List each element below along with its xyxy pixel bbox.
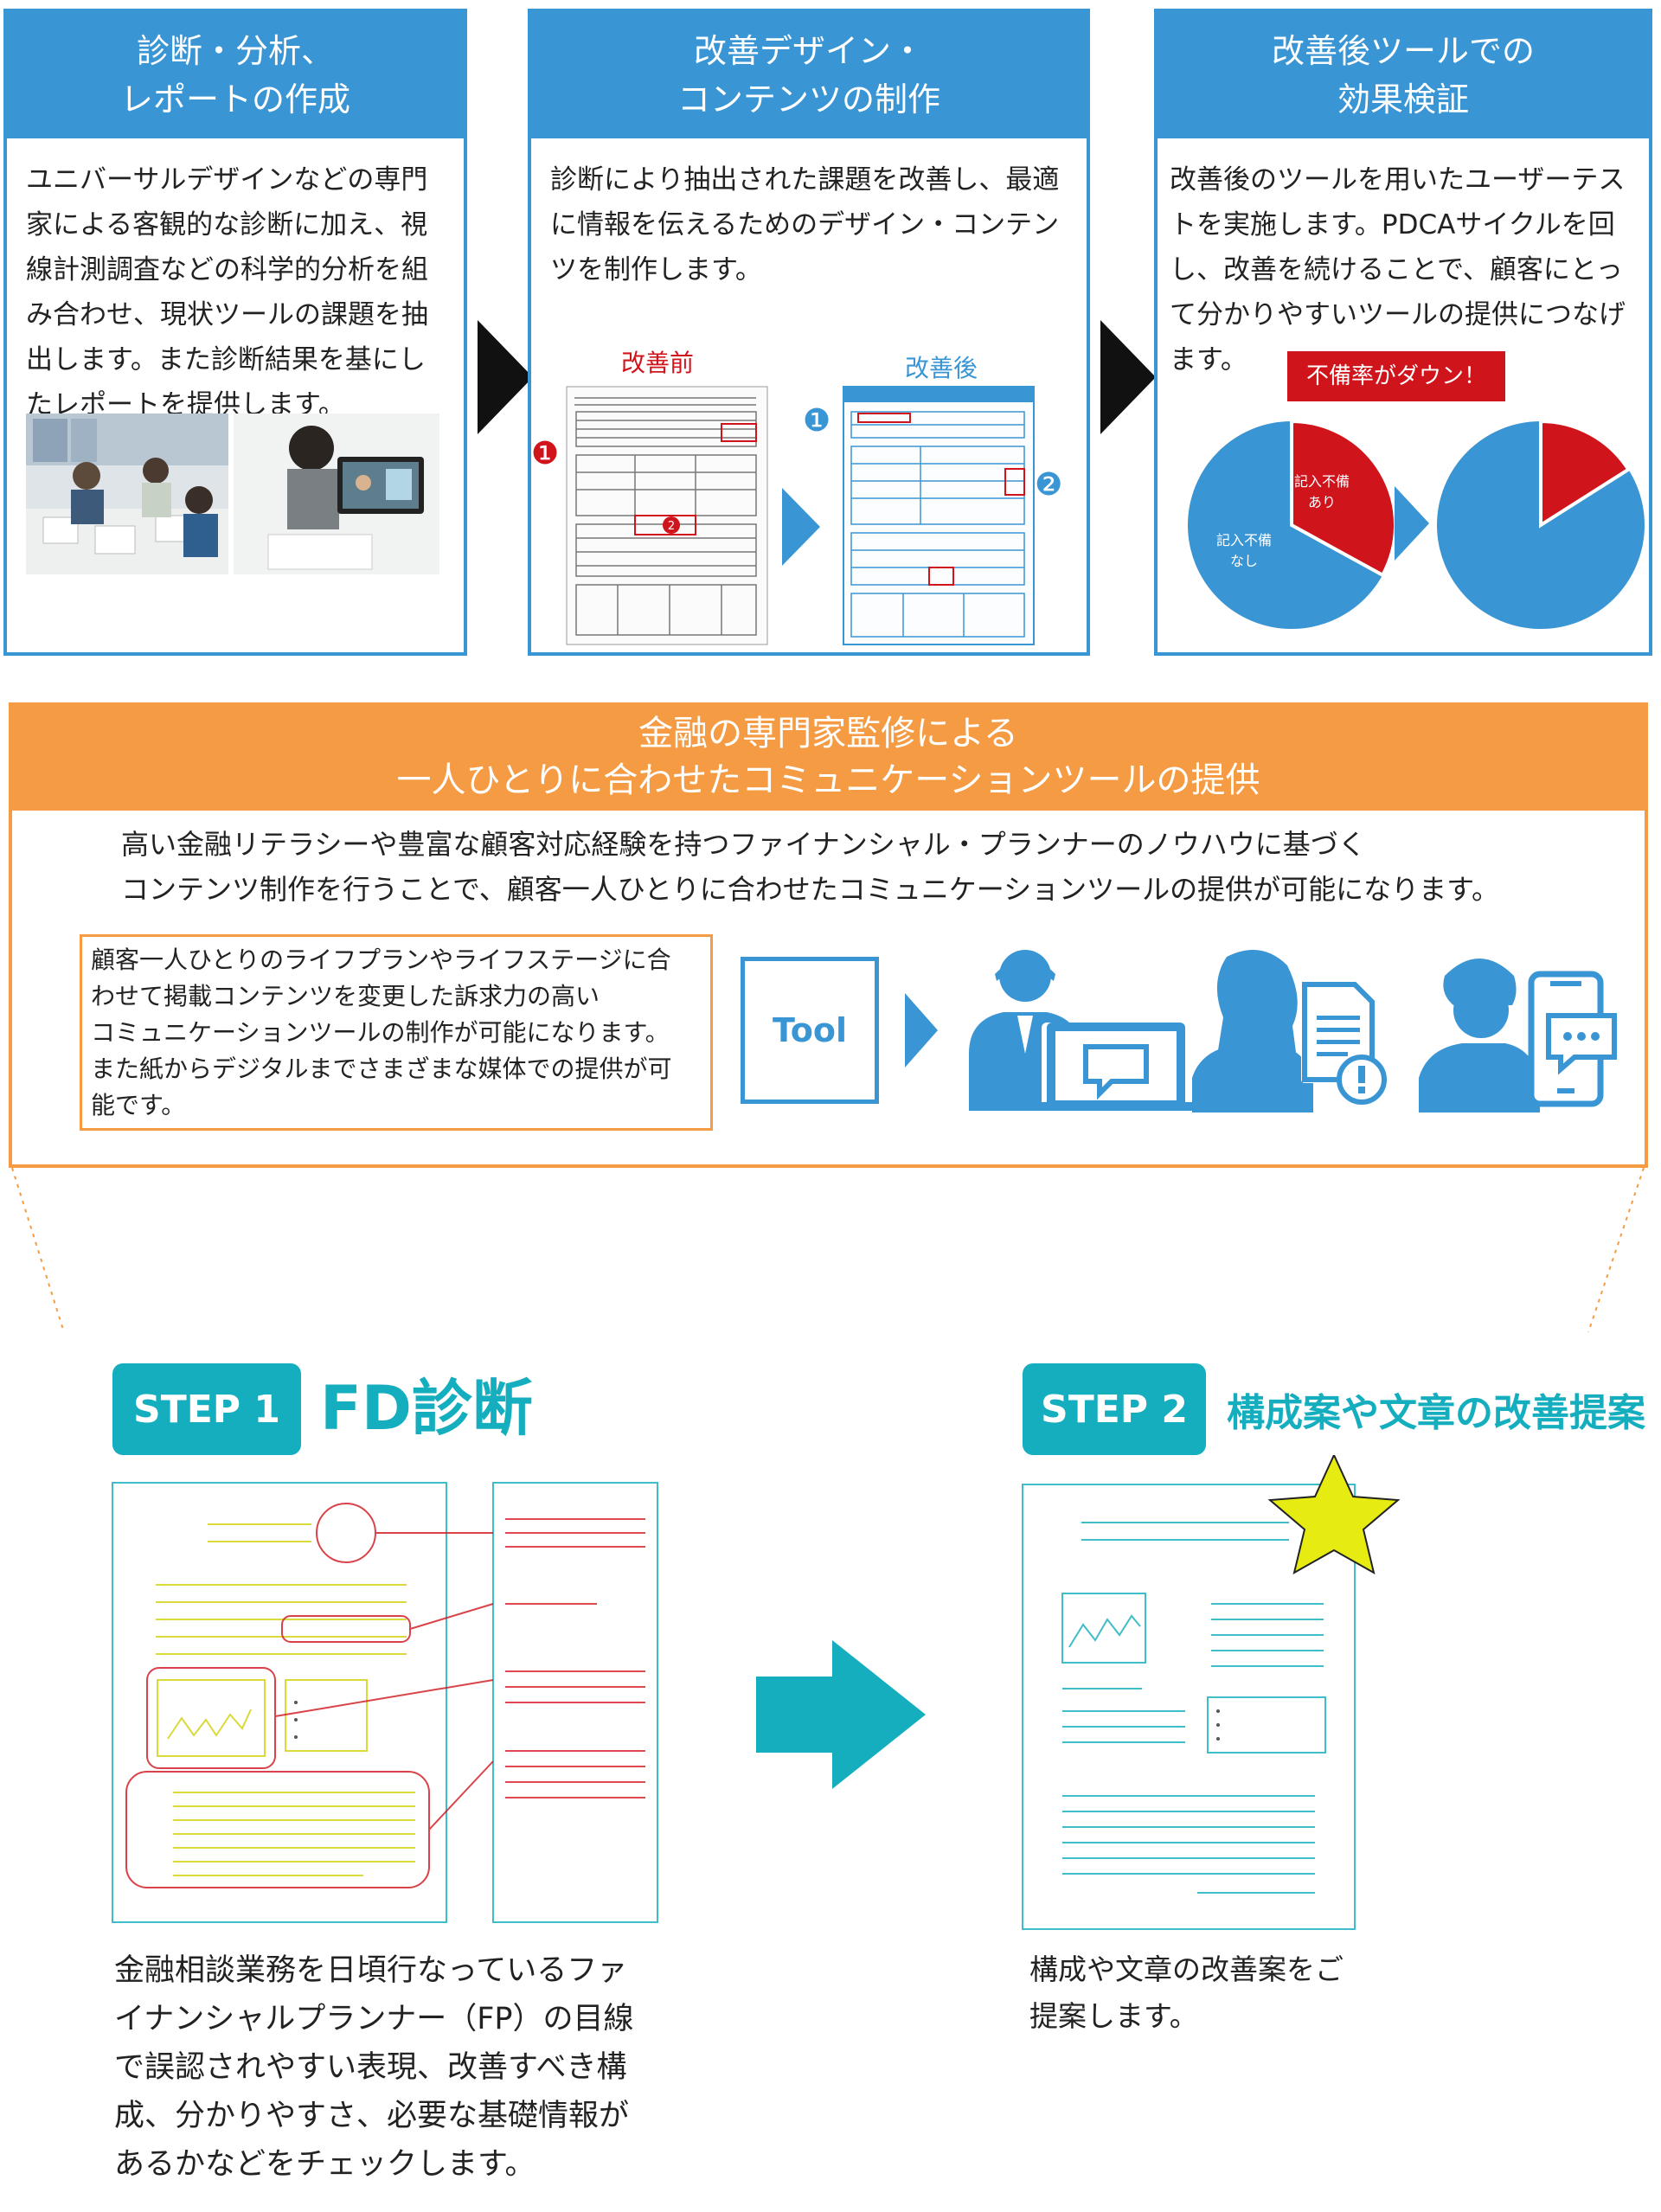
before-after-arrow bbox=[782, 488, 820, 566]
panel-design: 改善デザイン・ コンテンツの制作 診断により抽出された課題を改善し、最適 に情報… bbox=[528, 9, 1090, 656]
step1-badge: STEP 1 bbox=[112, 1363, 301, 1455]
expert-section-text: 高い金融リテラシーや豊富な顧客対応経験を持つファイナンシャル・プランナーのノウハ… bbox=[121, 822, 1499, 912]
desc-line: で誤認されやすい表現、改善すべき構 bbox=[114, 2050, 627, 2085]
body-line: ます。 bbox=[1170, 344, 1247, 375]
step1-description: 金融相談業務を日頃行なっているファ イナンシャルプランナー（FP）の目線 で誤認… bbox=[114, 1946, 634, 2189]
body-line: 出します。また診断結果を基にし bbox=[26, 344, 426, 375]
body-line: ツを制作します。 bbox=[550, 254, 762, 285]
body-line: トを実施します。PDCAサイクルを回 bbox=[1170, 209, 1615, 240]
flow-arrow-1 bbox=[478, 320, 533, 434]
body-line: し、改善を続けることで、顧客にとっ bbox=[1170, 254, 1623, 285]
elderly-smartphone-icon bbox=[1419, 959, 1617, 1112]
flow-arrow-2 bbox=[1100, 320, 1156, 434]
note-line: 能です。 bbox=[91, 1091, 186, 1119]
zoom-connector-lines bbox=[11, 1168, 1645, 1333]
marker-2-after: ❷ bbox=[1035, 467, 1063, 503]
marker-1-after: ❶ bbox=[803, 403, 831, 439]
pie-slice-label-line2: あり bbox=[1308, 494, 1336, 510]
pie-before-slice bbox=[1290, 419, 1398, 578]
body-line: 改善後のツールを用いたユーザーテス bbox=[1170, 164, 1626, 196]
panel-verification-body: 改善後のツールを用いたユーザーテス トを実施します。PDCAサイクルを回 し、改… bbox=[1170, 157, 1640, 382]
expert-text-line: 高い金融リテラシーや豊富な顧客対応経験を持つファイナンシャル・プランナーのノウハ… bbox=[121, 828, 1366, 861]
panel-title-line2: レポートの作成 bbox=[119, 80, 350, 119]
custom-tool-note: 顧客一人ひとりのライフプランやライフステージに合 わせて掲載コンテンツを変更した… bbox=[80, 934, 713, 1131]
body-line: ユニバーサルデザインなどの専門 bbox=[26, 164, 428, 196]
step2-badge: STEP 2 bbox=[1023, 1363, 1206, 1455]
panel-title-line1: 改善後ツールでの bbox=[1271, 32, 1535, 70]
body-line: み合わせ、現状ツールの課題を抽 bbox=[26, 299, 428, 330]
step2-title: 構成案や文章の改善提案 bbox=[1227, 1391, 1645, 1435]
panel-title-line2: 効果検証 bbox=[1337, 80, 1469, 119]
note-line: コミュニケーションツールの制作が可能になります。 bbox=[91, 1018, 670, 1047]
expert-text-line: コンテンツ制作を行うことで、顧客一人ひとりに合わせたコミュニケーションツールの提… bbox=[121, 873, 1499, 906]
pie-rest-label-line1: 記入不備 bbox=[1216, 532, 1272, 548]
star-icon bbox=[1267, 1455, 1401, 1575]
expert-section-box bbox=[9, 811, 1648, 1168]
defect-rate-badge: 不備率がダウン！ bbox=[1287, 351, 1505, 401]
body-line: 線計測調査などの科学的分析を組 bbox=[26, 254, 428, 285]
panel-diagnosis-body: ユニバーサルデザインなどの専門 家による客観的な診断に加え、視 線計測調査などの… bbox=[26, 157, 445, 427]
tool-label: Tool bbox=[772, 1011, 848, 1049]
before-form-image: 2 bbox=[566, 386, 768, 645]
panel-title-line2: コンテンツの制作 bbox=[677, 80, 940, 119]
expert-title-line1: 金融の専門家監修による bbox=[638, 713, 1018, 753]
expert-title-line2: 一人ひとりに合わせたコミュニケーションツールの提供 bbox=[396, 760, 1260, 800]
note-line: 顧客一人ひとりのライフプランやライフステージに合 bbox=[91, 946, 671, 974]
expert-section-header: 金融の専門家監修による 一人ひとりに合わせたコミュニケーションツールの提供 bbox=[9, 702, 1648, 811]
step2-proposal-illustration bbox=[1022, 1455, 1401, 1930]
pie-after-slice bbox=[1539, 419, 1632, 529]
before-label: 改善前 bbox=[621, 349, 695, 377]
tool-box: Tool bbox=[741, 957, 879, 1104]
desc-line: 金融相談業務を日頃行なっているファ bbox=[114, 1953, 628, 1988]
marker-1-before: ❶ bbox=[531, 436, 560, 471]
woman-document-alert-icon bbox=[1192, 950, 1387, 1112]
step-arrow bbox=[756, 1640, 926, 1789]
pie-rest-label-line2: なし bbox=[1230, 553, 1258, 569]
businessman-laptop-icon bbox=[969, 950, 1202, 1111]
tool-arrow bbox=[905, 993, 938, 1068]
note-line: また紙からデジタルまでさまざまな媒体での提供が可 bbox=[91, 1055, 672, 1083]
photo-eye-tracking bbox=[234, 414, 439, 574]
panel-design-body: 診断により抽出された課題を改善し、最適 に情報を伝えるためのデザイン・コンテン … bbox=[550, 157, 1068, 292]
note-line: わせて掲載コンテンツを変更した訴求力の高い bbox=[91, 982, 600, 1010]
pie-slice-label-line1: 記入不備 bbox=[1294, 473, 1350, 490]
pie-chart-before: 記入不備 あり 記入不備 なし bbox=[1188, 419, 1398, 629]
pie-compare-arrow bbox=[1395, 486, 1429, 561]
pie-chart-after bbox=[1437, 419, 1645, 629]
svg-text:2: 2 bbox=[668, 520, 675, 533]
step1-diagnosis-illustration bbox=[112, 1482, 658, 1923]
desc-line: あるかなどをチェックします。 bbox=[114, 2147, 535, 2182]
panel-diagnosis: 診断・分析、 レポートの作成 ユニバーサルデザインなどの専門 家による客観的な診… bbox=[3, 9, 467, 656]
body-line: て分かりやすいツールの提供につなげ bbox=[1170, 299, 1626, 330]
panel-title-line1: 改善デザイン・ bbox=[693, 32, 924, 70]
panel-verification-header: 改善後ツールでの 効果検証 bbox=[1158, 12, 1649, 138]
panel-diagnosis-header: 診断・分析、 レポートの作成 bbox=[7, 12, 464, 138]
body-line: 家による客観的な診断に加え、視 bbox=[26, 209, 428, 240]
desc-line: イナンシャルプランナー（FP）の目線 bbox=[114, 2002, 634, 2036]
photo-team-analysis bbox=[26, 414, 228, 574]
step2-description: 構成や文章の改善案をご 提案します。 bbox=[1029, 1946, 1344, 2040]
body-line: に情報を伝えるためのデザイン・コンテン bbox=[550, 209, 1060, 240]
desc-line: 構成や文章の改善案をご bbox=[1029, 1952, 1344, 1986]
after-form-image bbox=[843, 386, 1035, 645]
desc-line: 成、分かりやすさ、必要な基礎情報が bbox=[114, 2099, 630, 2133]
desc-line: 提案します。 bbox=[1029, 1999, 1198, 2033]
panel-design-header: 改善デザイン・ コンテンツの制作 bbox=[531, 12, 1087, 138]
after-label: 改善後 bbox=[905, 354, 978, 382]
step1-title: FD診断 bbox=[320, 1373, 533, 1444]
panel-verification: 改善後ツールでの 効果検証 改善後のツールを用いたユーザーテス トを実施します。… bbox=[1154, 9, 1652, 656]
body-line: 診断により抽出された課題を改善し、最適 bbox=[550, 164, 1060, 196]
panel-title-line1: 診断・分析、 bbox=[136, 32, 334, 70]
